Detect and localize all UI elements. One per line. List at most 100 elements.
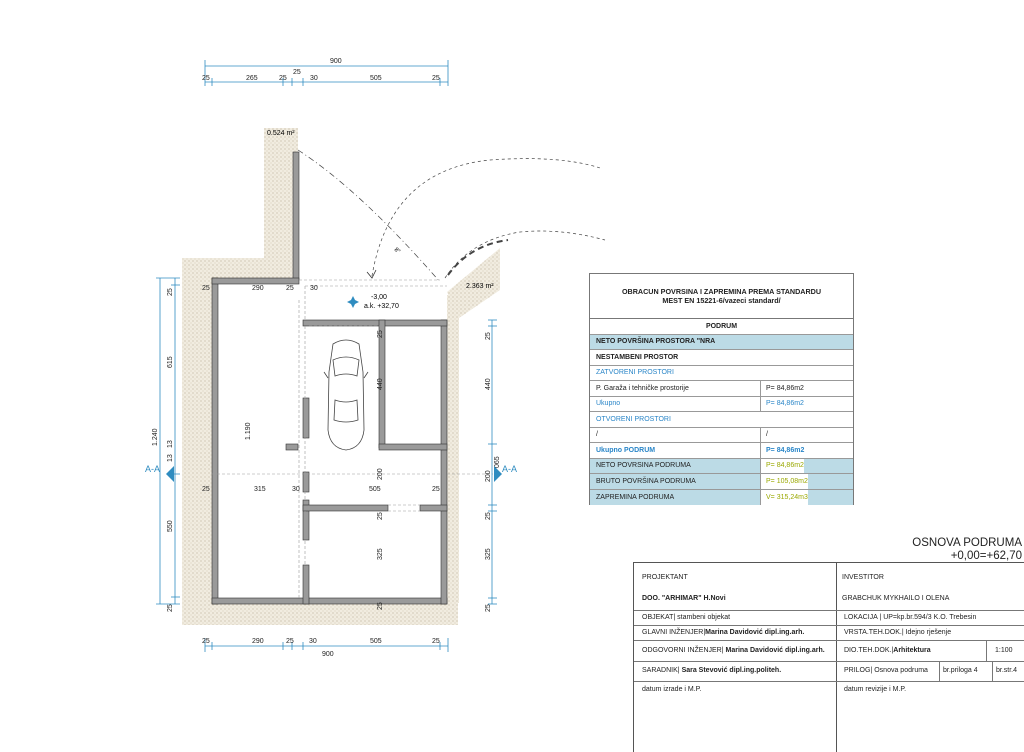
- investitor-value: GRABCHUK MYKHAILO I OLENA: [842, 595, 950, 602]
- row-value: P= 84,86m2: [760, 443, 804, 458]
- title-block: PROJEKTANT DOO. "ARHIMAR" H.Novi INVESTI…: [633, 562, 1024, 752]
- sheet-elevation: +0,00=+62,70: [950, 550, 1022, 562]
- dim-inner-v325: 325: [377, 548, 384, 560]
- row-label: Ukupno: [596, 400, 621, 408]
- level-marker: -3,00 a.k. +32,70: [347, 294, 399, 310]
- row-label: NETO POVRŠINA PROSTORA "NRA: [596, 338, 716, 346]
- dim-right-bottom: 25: [485, 604, 492, 612]
- dim-mid-e: 25: [432, 486, 440, 493]
- dim-inner-25a: 25: [202, 285, 210, 292]
- odgovorni-value: Marina Davidović dipl.ing.arh.: [725, 647, 825, 654]
- row-label: NETO POVRSINA PODRUMA: [596, 462, 691, 470]
- area-label-top: 0.524 m²: [267, 130, 295, 137]
- row-value: P= 105,08m2: [760, 474, 808, 489]
- top-dimension-chain: [204, 60, 449, 86]
- walls: [211, 151, 448, 605]
- dim-bottom-total: 900: [322, 651, 334, 658]
- elevation-value: a.k. +32,70: [364, 303, 399, 310]
- dio-label: DIO.TEH.DOK.|: [844, 647, 894, 654]
- lokacija-value: UP=kp.br.594/3 K.O. Trebesin: [883, 614, 977, 621]
- dim-right-low: 25: [485, 512, 492, 520]
- dim-top-b: 265: [246, 75, 258, 82]
- lokacija-label: LOKACIJA |: [844, 614, 882, 621]
- inner-dimensions: 25 290 25 30 25 315 30 505 25 25 440 1.1…: [202, 285, 440, 610]
- row-label: OTVORENI PROSTORI: [596, 415, 671, 423]
- row-label: P. Garaža i tehničke prostorije: [596, 384, 689, 392]
- construction-lines: [212, 279, 493, 600]
- table-row: Ukupno P= 84,86m2: [590, 396, 853, 412]
- dim-top-f: 25: [432, 75, 440, 82]
- section-marker-right: A-A: [494, 464, 517, 482]
- row-value: V= 315,24m3: [760, 489, 808, 505]
- level-value: -3,00: [371, 294, 387, 301]
- objekat-value: stambeni objekat: [677, 614, 731, 621]
- table-row: ZATVORENI PROSTORI: [590, 366, 853, 381]
- dim-right-offset: 065: [494, 456, 501, 468]
- dim-inner-30: 30: [310, 285, 318, 292]
- dim-bottom-a: 25: [202, 638, 210, 645]
- row-label: PODRUM: [705, 322, 738, 330]
- table-row: //: [590, 427, 853, 443]
- br-str: br.str.4: [996, 667, 1018, 674]
- dim-right-mid: 200: [485, 470, 492, 482]
- row-label: Ukupno PODRUM: [596, 446, 656, 454]
- top-dimension-labels: 900 25 265 25 30 505 25 25: [202, 58, 440, 82]
- row-value: P= 84,86m2: [760, 396, 804, 411]
- right-dimension-labels: 25 440 200 25 325 25 065: [485, 332, 501, 612]
- ramp-arcs: [297, 149, 606, 283]
- dim-bottom-f: 25: [432, 638, 440, 645]
- row-label: /: [596, 431, 598, 439]
- dim-mid-b: 315: [254, 486, 266, 493]
- table-row: OTVORENI PROSTORI: [590, 412, 853, 428]
- dim-inner-v25a: 25: [377, 330, 384, 338]
- table-row: NESTAMBENI PROSTOR: [590, 350, 853, 366]
- sheet-title: OSNOVA PODRUMA +0,00=+62,70: [912, 537, 1022, 563]
- dim-top-d: 30: [310, 75, 318, 82]
- dim-left-mid1: 13: [167, 440, 174, 448]
- dim-bottom-d: 30: [309, 638, 317, 645]
- dim-top-e: 505: [370, 75, 382, 82]
- dim-bottom-e: 505: [370, 638, 382, 645]
- ramp-slope: 8°: [393, 247, 402, 256]
- dim-bottom-b: 290: [252, 638, 264, 645]
- area-table-title-2: MEST EN 15221-6/vazeci standard/: [662, 296, 781, 305]
- investitor-label: INVESTITOR: [842, 574, 884, 581]
- left-dimension-chain: [156, 277, 180, 605]
- row-label: NESTAMBENI PROSTOR: [596, 353, 679, 361]
- dim-mid-d: 505: [369, 486, 381, 493]
- datum-revizije: datum revizije i M.P.: [844, 686, 907, 693]
- car-icon: [323, 339, 369, 451]
- area-table-header: OBRACUN POVRSINA I ZAPREMINA PREMA STAND…: [590, 274, 853, 319]
- row-label: BRUTO POVRŠINA PODRUMA: [596, 477, 696, 485]
- br-priloga: br.priloga 4: [943, 667, 978, 674]
- dim-inner-v25c: 25: [377, 602, 384, 610]
- row-value: P= 84,86m2: [760, 381, 804, 396]
- table-row: NETO POVRŠINA PROSTORA "NRA: [590, 334, 853, 350]
- dim-bottom-c: 25: [286, 638, 294, 645]
- dim-inner-290: 290: [252, 285, 264, 292]
- right-dimension-chain: [488, 319, 497, 605]
- area-table-title-1: OBRACUN POVRSINA I ZAPREMINA PREMA STAND…: [621, 287, 822, 296]
- section-label-left: A-A: [145, 464, 160, 474]
- dim-inner-v25b: 25: [377, 512, 384, 520]
- dim-inner-v200: 200: [377, 468, 384, 480]
- glavni-label: GLAVNI INŽENJER|: [642, 629, 706, 636]
- row-label: ZATVORENI PROSTORI: [596, 369, 674, 377]
- table-row: Ukupno PODRUM P= 84,86m2: [590, 443, 853, 459]
- glavni-value: Marina Davidović dipl.ing.arh.: [705, 629, 805, 636]
- section-marker-left: A-A: [145, 464, 174, 482]
- projektant-label: PROJEKTANT: [642, 574, 688, 581]
- prilog-value: Osnova podruma: [874, 667, 928, 674]
- dim-mid-a: 25: [202, 486, 210, 493]
- dim-right-lower: 325: [485, 548, 492, 560]
- dim-left-top: 25: [167, 288, 174, 296]
- projektant-value: DOO. "ARHIMAR" H.Novi: [642, 595, 726, 602]
- area-calculation-table: OBRACUN POVRSINA I ZAPREMINA PREMA STAND…: [589, 273, 854, 505]
- table-row: P. Garaža i tehničke prostorije P= 84,86m…: [590, 381, 853, 397]
- objekat-label: OBJEKAT|: [642, 614, 676, 621]
- row-value: /: [760, 427, 768, 442]
- dim-top-c: 25: [293, 69, 301, 76]
